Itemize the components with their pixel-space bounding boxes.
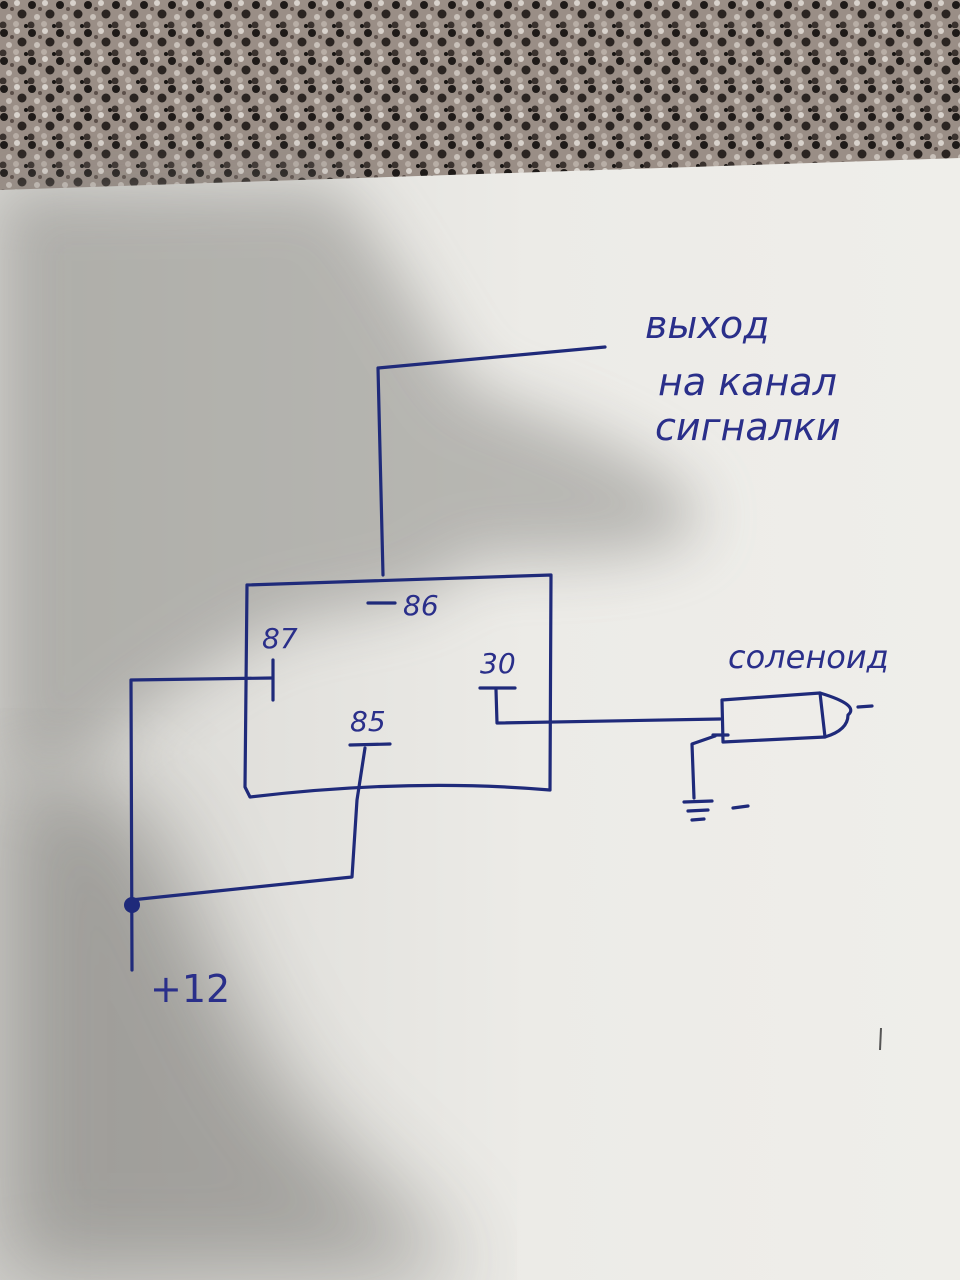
shadow-overlay <box>0 185 700 1280</box>
junction-dot <box>124 897 140 913</box>
pin-30-label: 30 <box>480 647 516 680</box>
note-line-3: сигналки <box>655 405 841 449</box>
labels: выход на канал сигналки 86 87 30 85 соле… <box>150 303 889 1011</box>
note-line-1: выход <box>645 303 769 347</box>
pin85-contact <box>348 742 392 747</box>
plus12-bus-wire <box>129 676 274 972</box>
solenoid-minus-dash <box>856 704 874 709</box>
solenoid-label: соленоид <box>728 638 889 676</box>
ground-icon <box>682 799 714 822</box>
supply-label: +12 <box>150 967 230 1011</box>
solenoid-feed-wire <box>494 688 722 725</box>
pin-85-label: 85 <box>350 705 386 738</box>
ground-minus-dash <box>731 804 750 810</box>
pin85-wire <box>129 746 367 902</box>
paper-speck <box>879 1027 882 1051</box>
relay-box <box>243 573 553 799</box>
solenoid-plunger <box>818 691 853 739</box>
ground-wire <box>690 734 717 800</box>
pin-87-label: 87 <box>262 622 298 655</box>
alarm-channel-wire <box>376 345 607 577</box>
pin-86-label: 86 <box>403 589 439 622</box>
wiring <box>124 345 874 972</box>
note-line-2: на канал <box>658 360 837 404</box>
